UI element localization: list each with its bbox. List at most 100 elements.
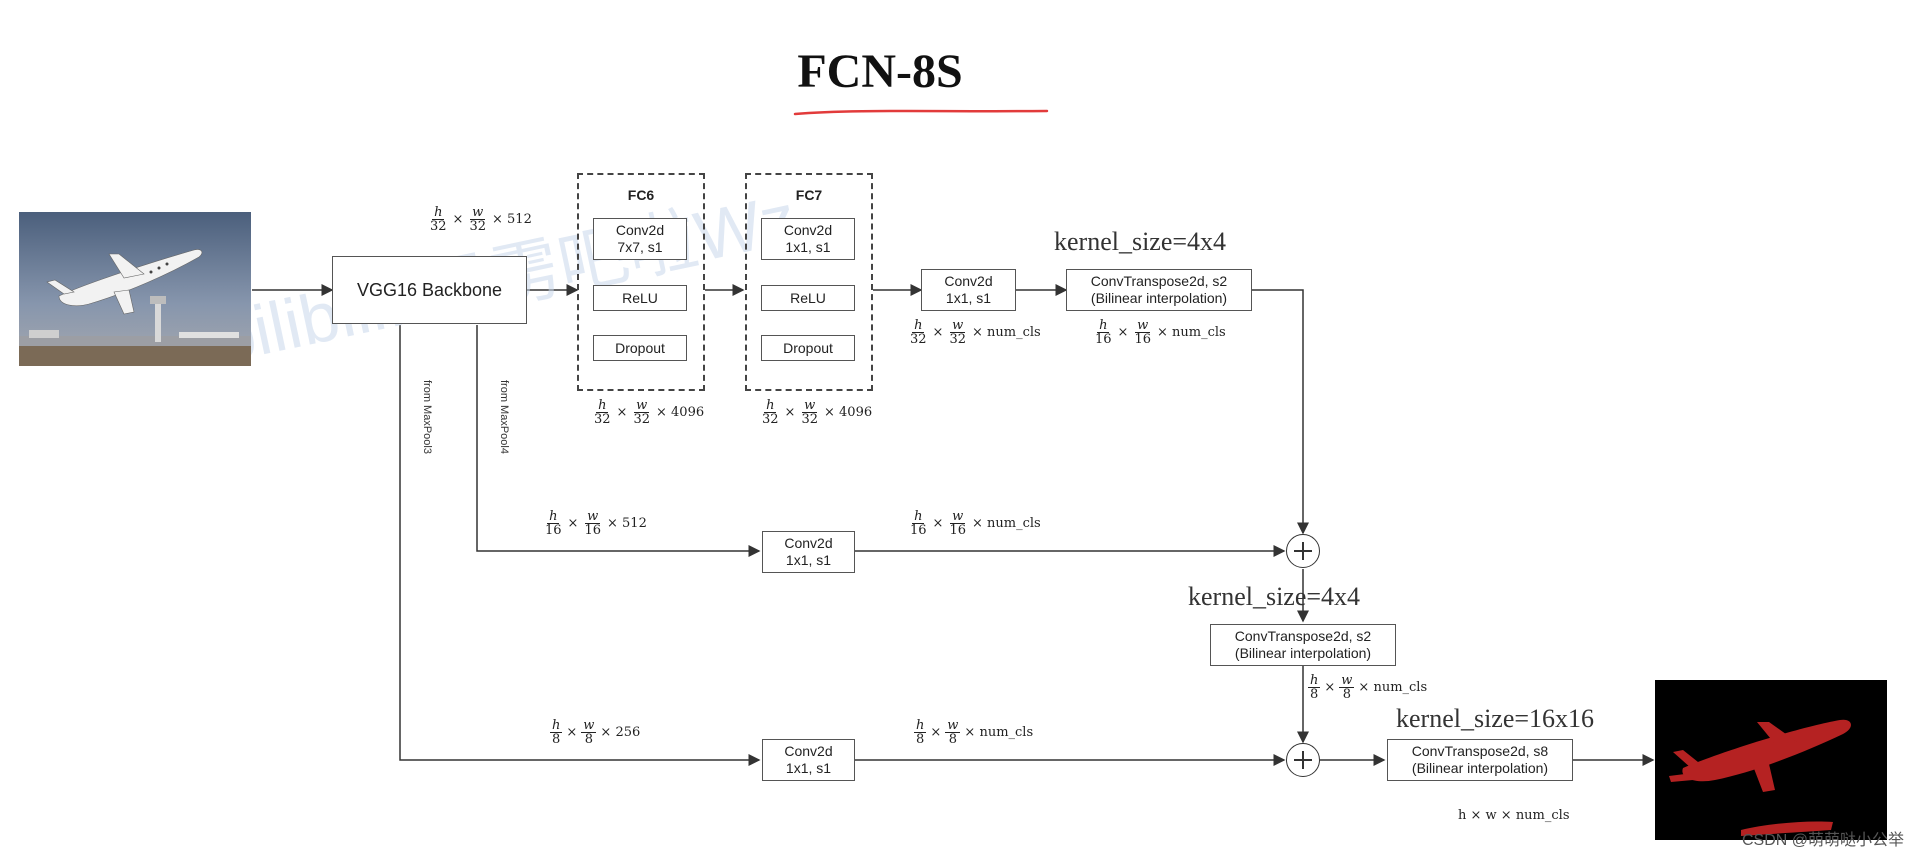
fc6-dropout-label: Dropout <box>615 339 665 356</box>
dim-num: h <box>1308 673 1321 688</box>
dim-den: 32 <box>594 412 611 427</box>
dim-num: h <box>914 718 927 733</box>
fc7-conv-line2: 1x1, s1 <box>785 239 831 255</box>
dim-den: 16 <box>1134 332 1151 347</box>
conv-mid-block: Conv2d 1x1, s1 <box>762 531 855 573</box>
dim-den: 32 <box>762 412 779 427</box>
conv-bot-line2: 1x1, s1 <box>785 760 832 776</box>
dim-tail: × num_cls <box>964 725 1034 740</box>
kernel-label-2: kernel_size=4x4 <box>1188 582 1361 611</box>
dim-tail: × 512 <box>607 516 647 531</box>
dim-den: 16 <box>949 523 966 538</box>
deconv2-line2: (Bilinear interpolation) <box>1234 645 1372 661</box>
dim-final-out: h × w × num_cls <box>1458 808 1570 823</box>
dim-num: w <box>802 398 818 413</box>
add-node-2 <box>1286 743 1320 777</box>
dim-den: 32 <box>633 412 650 427</box>
deconv3-block: ConvTranspose2d, s8 (Bilinear interpolat… <box>1387 739 1573 781</box>
output-segmentation-mask <box>1655 680 1887 840</box>
deconv3-line1: ConvTranspose2d, s8 <box>1411 743 1549 759</box>
input-image <box>19 212 251 366</box>
fc7-dropout-block: Dropout <box>761 335 855 361</box>
title-underline <box>793 109 1049 116</box>
csdn-credit: CSDN @萌萌哒小公举 <box>1741 832 1904 849</box>
dim-tail: × num_cls <box>972 516 1041 531</box>
conv-top-block: Conv2d 1x1, s1 <box>921 269 1016 311</box>
dim-den: 8 <box>552 732 561 747</box>
fc7-conv-line1: Conv2d <box>783 222 833 238</box>
conv-bot-block: Conv2d 1x1, s1 <box>762 739 855 781</box>
dim-den: 8 <box>1342 687 1351 702</box>
dim-den: 16 <box>584 523 601 538</box>
dim-num: w <box>581 718 597 733</box>
deconv1-line1: ConvTranspose2d, s2 <box>1090 273 1228 289</box>
dim-den: 32 <box>949 332 966 347</box>
dim-tail: × 4096 <box>824 405 873 420</box>
dim-num: h <box>596 398 609 413</box>
dim-num: w <box>634 398 650 413</box>
from-maxpool4-label: from MaxPool4 <box>498 380 510 454</box>
dim-num: h <box>764 398 777 413</box>
edge-pool4-to-conv-mid <box>476 325 761 557</box>
dim-num: h <box>550 718 563 733</box>
fc7-relu-block: ReLU <box>761 285 855 311</box>
dim-num: w <box>950 318 966 333</box>
deconv1-line2: (Bilinear interpolation) <box>1090 290 1228 306</box>
conv-bot-line1: Conv2d <box>784 743 833 759</box>
fc6-conv-line1: Conv2d <box>615 222 665 238</box>
dim-tail: × num_cls <box>972 325 1041 340</box>
fc7-group <box>745 173 873 391</box>
dim-den: 16 <box>910 523 927 538</box>
kernel-label-1: kernel_size=4x4 <box>1054 227 1227 256</box>
dim-num: h <box>1097 318 1110 333</box>
page-title: FCN-8S <box>797 45 963 98</box>
fc6-title: FC6 <box>627 187 655 203</box>
vgg16-backbone-block: VGG16 Backbone <box>332 256 527 324</box>
fc6-dropout-block: Dropout <box>593 335 687 361</box>
dim-tail: × 256 <box>600 725 641 740</box>
from-maxpool3-label: from MaxPool3 <box>421 380 433 454</box>
edge-deconv1-to-add1 <box>1252 289 1309 535</box>
dim-den: 8 <box>1310 687 1319 702</box>
dim-tail: × num_cls <box>1358 680 1428 695</box>
dim-final-text: h × w × num_cls <box>1458 808 1570 823</box>
conv-top-line2: 1x1, s1 <box>945 290 992 306</box>
deconv2-block: ConvTranspose2d, s2 (Bilinear interpolat… <box>1210 624 1396 666</box>
fc7-title: FC7 <box>795 187 823 203</box>
dim-num: w <box>1135 318 1151 333</box>
dim-num: w <box>585 509 601 524</box>
dim-num: h <box>547 509 560 524</box>
fc6-conv-line2: 7x7, s1 <box>617 239 663 255</box>
dim-den: 16 <box>1095 332 1112 347</box>
deconv2-line1: ConvTranspose2d, s2 <box>1234 628 1372 644</box>
deconv1-block: ConvTranspose2d, s2 (Bilinear interpolat… <box>1066 269 1252 311</box>
kernel-label-3: kernel_size=16x16 <box>1396 704 1595 733</box>
dim-num: h <box>912 509 925 524</box>
dim-num: w <box>950 509 966 524</box>
dim-tail: × 4096 <box>656 405 705 420</box>
dim-den: 32 <box>430 219 447 234</box>
dim-den: 8 <box>916 732 925 747</box>
dim-den: 8 <box>948 732 957 747</box>
dim-num: w <box>470 205 486 220</box>
fc6-relu-block: ReLU <box>593 285 687 311</box>
fc6-conv-block: Conv2d 7x7, s1 <box>593 218 687 260</box>
conv-top-line1: Conv2d <box>944 273 993 289</box>
dim-den: 32 <box>801 412 818 427</box>
dim-den: 8 <box>584 732 593 747</box>
dim-num: w <box>1339 673 1355 688</box>
dim-den: 32 <box>910 332 927 347</box>
backbone-label: VGG16 Backbone <box>356 279 503 300</box>
fc7-dropout-label: Dropout <box>783 339 833 356</box>
fc6-relu-label: ReLU <box>622 289 658 306</box>
